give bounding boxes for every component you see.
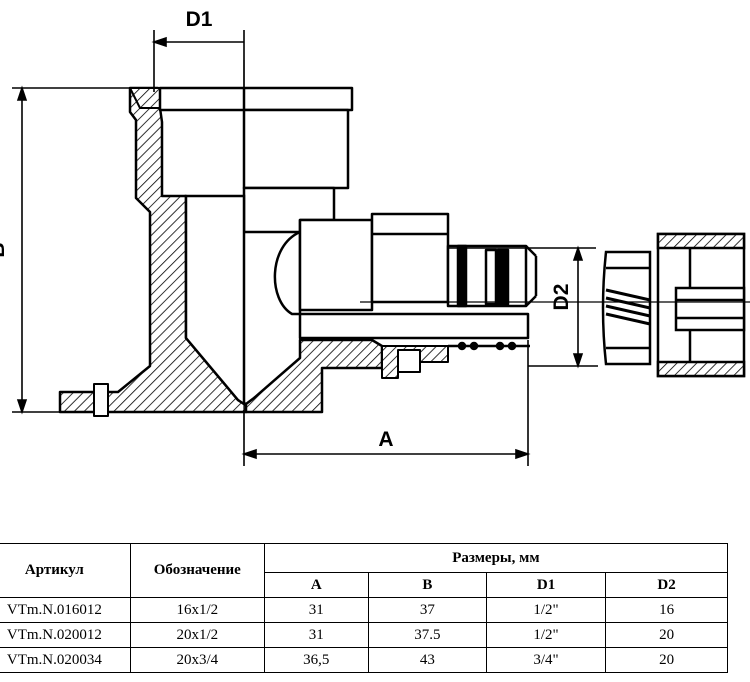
cell-d2: 20 [605,647,728,673]
cell-article: VTm.N.016012 [0,597,131,623]
cell-designation: 20x3/4 [129,647,265,673]
cell-designation: 16x1/2 [129,597,265,623]
fitting-external-view [158,86,538,351]
fitting-technical-drawing: D1 B D2 A [0,8,750,466]
cell-d1: 3/4" [485,647,607,673]
cell-a: 36,5 [263,647,369,673]
table-row: VTm.N.016012 16x1/2 31 37 1/2" 16 [0,597,728,623]
dimension-lines [12,30,750,466]
cell-a: 31 [263,597,369,623]
specifications-table: Артикул Обозначение Размеры, мм A B D1 D… [0,543,729,673]
cell-a: 31 [263,622,369,648]
header-b: B [367,572,487,598]
header-a: A [263,572,369,598]
header-d2: D2 [605,572,728,598]
dimension-a-label: A [378,428,393,451]
dimension-d2-label: D2 [550,284,573,311]
compression-nut-detail [601,232,746,378]
cell-designation: 20x1/2 [129,622,265,648]
cell-b: 37 [367,597,487,623]
dimension-d1-label: D1 [186,8,213,31]
header-article: Артикул [0,543,131,598]
cell-article: VTm.N.020034 [0,647,131,673]
header-d1: D1 [485,572,607,598]
cell-d2: 20 [605,622,728,648]
socket-bore [184,194,246,407]
cell-d2: 16 [605,597,728,623]
cell-article: VTm.N.020012 [0,622,131,648]
table-row: VTm.N.020034 20x3/4 36,5 43 3/4" 20 [0,647,728,673]
cell-b: 37.5 [367,622,487,648]
table-row: VTm.N.020012 20x1/2 31 37.5 1/2" 20 [0,622,728,648]
cell-d1: 1/2" [485,597,607,623]
dimension-b-label: B [0,242,9,257]
header-designation: Обозначение [129,543,265,598]
header-sizes: Размеры, мм [263,543,729,573]
cell-d1: 1/2" [485,622,607,648]
cell-b: 43 [367,647,487,673]
